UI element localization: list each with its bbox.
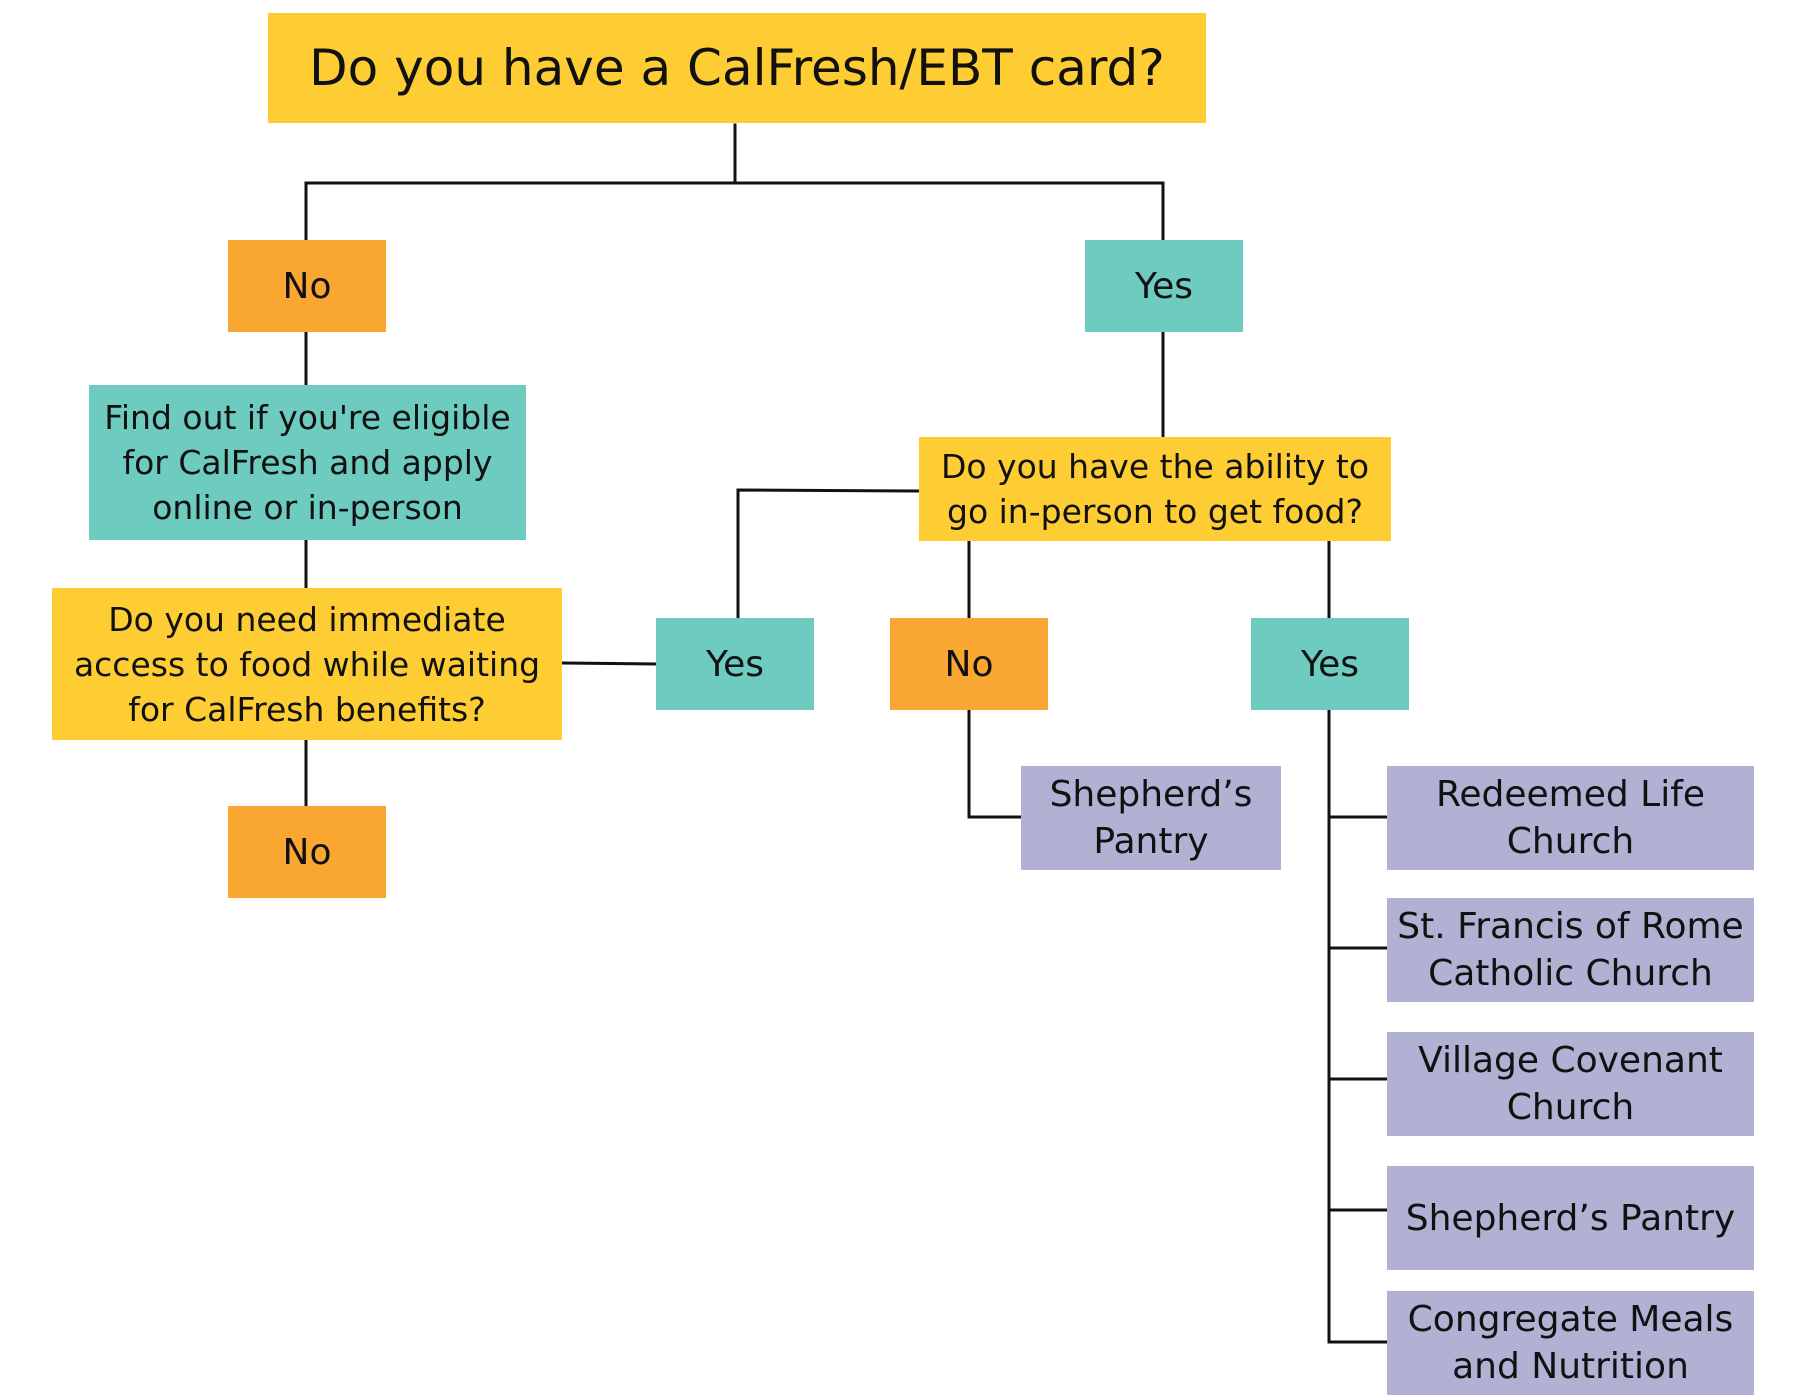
no-card-box: No bbox=[228, 240, 386, 332]
root-question-text: Do you have a CalFresh/EBT card? bbox=[309, 39, 1165, 97]
has-card-box: Yes bbox=[1085, 240, 1243, 332]
immediate-access-yes-box: Yes bbox=[656, 618, 814, 710]
delivery-location-text: Shepherd’s Pantry bbox=[1049, 774, 1253, 862]
connector-inperson-to-left-yes bbox=[736, 488, 921, 620]
location-text-5: Congregate Meals and Nutrition bbox=[1407, 1299, 1734, 1387]
no-card-label: No bbox=[282, 265, 332, 307]
has-card-label: Yes bbox=[1134, 265, 1194, 307]
immediate-access-question-text: Do you need immediate access to food whi… bbox=[73, 599, 541, 729]
location-text-2: St. Francis of Rome Catholic Church bbox=[1397, 906, 1744, 994]
immediate-access-question-box: Do you need immediate access to food whi… bbox=[52, 588, 562, 740]
immediate-access-no-box: No bbox=[228, 806, 386, 898]
location-box-2: St. Francis of Rome Catholic Church bbox=[1387, 898, 1754, 1002]
connector-no-to-pantry bbox=[967, 708, 1023, 819]
location-box-1: Redeemed Life Church bbox=[1387, 766, 1754, 870]
in-person-yes-label: Yes bbox=[1300, 643, 1360, 685]
location-text-3: Village Covenant Church bbox=[1418, 1040, 1723, 1128]
in-person-yes-box: Yes bbox=[1251, 618, 1409, 710]
location-box-3: Village Covenant Church bbox=[1387, 1032, 1754, 1136]
location-text-4: Shepherd’s Pantry bbox=[1405, 1197, 1736, 1239]
apply-calfresh-text: Find out if you're eligible for CalFresh… bbox=[104, 398, 511, 527]
location-text-1: Redeemed Life Church bbox=[1435, 774, 1706, 862]
delivery-location-box: Shepherd’s Pantry bbox=[1021, 766, 1281, 870]
immediate-access-no-label: No bbox=[282, 831, 332, 873]
in-person-no-box: No bbox=[890, 618, 1048, 710]
apply-calfresh-box: Find out if you're eligible for CalFresh… bbox=[89, 385, 526, 540]
in-person-question-box: Do you have the ability to go in-person … bbox=[919, 437, 1391, 541]
in-person-no-label: No bbox=[944, 643, 994, 685]
location-box-4: Shepherd’s Pantry bbox=[1387, 1166, 1754, 1270]
connector-question-to-yes bbox=[561, 661, 658, 666]
location-box-5: Congregate Meals and Nutrition bbox=[1387, 1291, 1754, 1395]
immediate-access-yes-label: Yes bbox=[705, 643, 765, 685]
in-person-question-text: Do you have the ability to go in-person … bbox=[940, 447, 1370, 531]
root-question-box: Do you have a CalFresh/EBT card? bbox=[268, 13, 1206, 123]
